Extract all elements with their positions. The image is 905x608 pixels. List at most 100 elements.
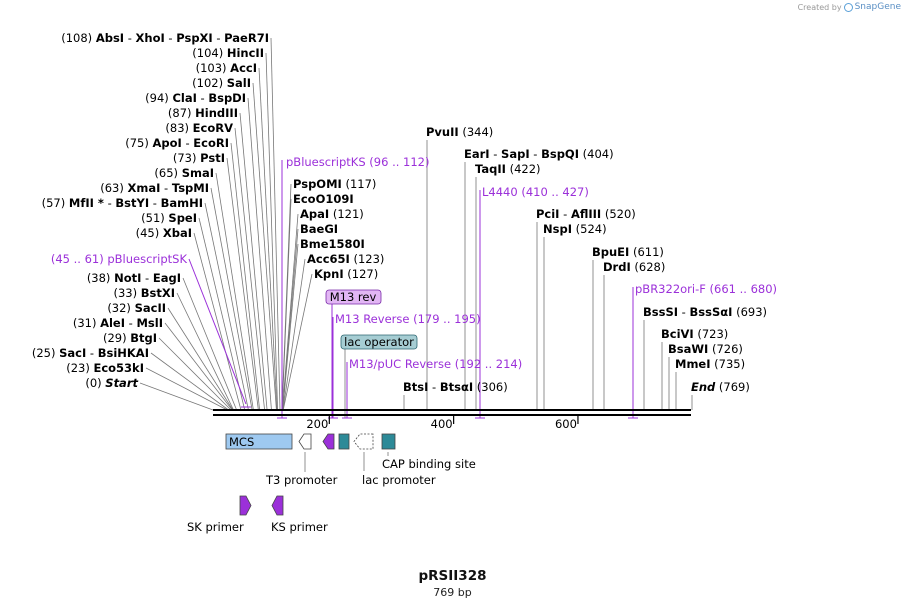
site-connector	[282, 258, 306, 411]
lac-operator-glyph[interactable]	[338, 433, 350, 450]
enzyme-site-psti[interactable]: (73) PstI	[173, 151, 225, 165]
lac-promoter-label: lac promoter	[362, 473, 436, 487]
enzyme-site-drdi[interactable]: DrdI (628)	[603, 260, 665, 274]
primer-pbr322orif[interactable]: pBR322ori-F (661 .. 680)	[635, 282, 777, 296]
site-connector	[145, 367, 228, 411]
site-connector	[252, 82, 277, 411]
enzyme-site-alei[interactable]: (31) AleI - MslI	[73, 316, 163, 330]
connector-lines	[139, 37, 693, 419]
t3-promoter-label: T3 promoter	[265, 473, 338, 487]
m13-rev-arrow-icon[interactable]	[322, 433, 335, 450]
enzyme-site-start[interactable]: (0) Start	[85, 376, 138, 390]
t3-promoter-arrow-icon[interactable]	[298, 433, 312, 450]
svg-text:MCS: MCS	[229, 435, 254, 449]
svg-text:lac operator: lac operator	[344, 335, 414, 349]
site-connector	[182, 277, 237, 411]
ks-primer-label: KS primer	[271, 520, 328, 534]
ruler-tick-label: 400	[431, 417, 453, 431]
enzyme-site-ecoo109i[interactable]: EcoO109I	[293, 192, 354, 206]
enzyme-site-saci[interactable]: (25) SacI - BsiHKAI	[32, 346, 149, 360]
enzyme-site-bsssi[interactable]: BssSI - BssSαI (693)	[643, 305, 767, 319]
ruler-tick-label: 600	[555, 417, 577, 431]
enzyme-site-pspomi[interactable]: PspOMI (117)	[293, 177, 376, 191]
enzyme-site-sacii[interactable]: (32) SacII	[107, 301, 166, 315]
primer-l4440[interactable]: L4440 (410 .. 427)	[482, 185, 589, 199]
site-connector	[230, 142, 261, 411]
site-connector	[198, 217, 246, 411]
credit-prefix: Created by	[797, 2, 842, 12]
enzyme-site-eari[interactable]: EarI - SapI - BspQI (404)	[464, 147, 614, 161]
enzyme-site-hincii[interactable]: (104) HincII	[192, 46, 264, 60]
enzyme-site-end[interactable]: End (769)	[691, 380, 750, 394]
ks-primer-arrow-icon[interactable]	[271, 495, 284, 516]
site-connector	[265, 52, 279, 411]
primer-m13reverse[interactable]: M13 Reverse (179 .. 195)	[335, 312, 481, 326]
site-connector	[204, 202, 249, 411]
enzyme-site-acci[interactable]: (103) AccI	[196, 61, 257, 75]
site-connector	[176, 292, 234, 411]
sk-primer-arrow-icon[interactable]	[239, 495, 252, 516]
enzyme-site-btgi[interactable]: (29) BtgI	[103, 331, 157, 345]
enzyme-site-pcii[interactable]: PciI - AflIII (520)	[536, 207, 636, 221]
enzyme-site-sali[interactable]: (102) SalI	[192, 76, 251, 90]
enzyme-site-eco53ki[interactable]: (23) Eco53kI	[66, 361, 144, 375]
enzyme-site-bsawi[interactable]: BsaWI (726)	[668, 342, 743, 356]
site-connector	[167, 307, 234, 411]
primer-pbluescriptsk-label[interactable]: (45 .. 61) pBluescriptSK	[51, 252, 188, 266]
enzyme-site-noti[interactable]: (38) NotI - EagI	[87, 271, 181, 285]
site-connector	[164, 322, 233, 411]
site-connector	[282, 273, 313, 411]
primer-connector	[188, 258, 247, 405]
site-labels: (108) AbsI - XhoI - PspXI - PaeR7I(104) …	[32, 31, 777, 394]
enzyme-site-clai[interactable]: (94) ClaI - BspDI	[145, 91, 246, 105]
site-connector	[210, 187, 253, 411]
svg-text:M13 rev: M13 rev	[330, 290, 377, 304]
enzyme-site-apai[interactable]: ApaI (121)	[300, 207, 364, 221]
site-connector	[234, 127, 265, 411]
enzyme-site-acc65i[interactable]: Acc65I (123)	[307, 252, 384, 266]
cap-binding-site-glyph[interactable]	[381, 433, 396, 450]
enzyme-site-absi[interactable]: (108) AbsI - XhoI - PspXI - PaeR7I	[61, 31, 269, 45]
enzyme-site-nspi[interactable]: NspI (524)	[543, 222, 607, 236]
enzyme-site-mmei[interactable]: MmeI (735)	[675, 357, 745, 371]
enzyme-site-pvuii[interactable]: PvuII (344)	[426, 125, 493, 139]
enzyme-site-hindiii[interactable]: (87) HindIII	[168, 106, 238, 120]
m13-rev-box[interactable]: M13 rev	[325, 289, 382, 305]
site-connector	[270, 37, 281, 411]
enzyme-site-bpuei[interactable]: BpuEI (611)	[592, 245, 664, 259]
enzyme-site-smai[interactable]: (65) SmaI	[154, 166, 214, 180]
site-connector	[215, 172, 254, 411]
mcs-feature[interactable]: MCS	[225, 433, 293, 450]
enzyme-site-spei[interactable]: (51) SpeI	[141, 211, 197, 225]
primer-pbluescriptks[interactable]: pBluescriptKS (96 .. 112)	[286, 155, 429, 169]
site-connector	[139, 382, 214, 411]
snapgene-logo-icon	[843, 2, 853, 12]
enzyme-site-kpni[interactable]: KpnI (127)	[314, 267, 378, 281]
site-connector	[258, 67, 278, 411]
sk-primer-label: SK primer	[187, 520, 244, 534]
enzyme-site-bme1580i[interactable]: Bme1580I	[300, 237, 365, 251]
enzyme-site-baegi[interactable]: BaeGI	[300, 222, 338, 236]
cap-binding-site-label: CAP binding site	[382, 457, 476, 471]
enzyme-site-taqii[interactable]: TaqII (422)	[475, 162, 541, 176]
site-connector	[150, 352, 229, 411]
site-connector	[247, 97, 272, 411]
site-connector	[239, 112, 268, 411]
enzyme-site-bstxi[interactable]: (33) BstXI	[113, 286, 175, 300]
lac-promoter-arrow-icon[interactable]	[353, 433, 374, 450]
primer-m13pucreverse[interactable]: M13/pUC Reverse (192 .. 214)	[349, 357, 522, 371]
plasmid-length: 769 bp	[433, 586, 472, 599]
enzyme-site-ecorv[interactable]: (83) EcoRV	[165, 121, 233, 135]
enzyme-site-btsi[interactable]: BtsI - BtsαI (306)	[403, 380, 508, 394]
enzyme-site-xbai[interactable]: (45) XbaI	[136, 226, 192, 240]
enzyme-site-apoi[interactable]: (75) ApoI - EcoRI	[125, 136, 229, 150]
site-connector	[226, 157, 259, 411]
plasmid-name: pRSII328	[418, 568, 487, 584]
enzyme-site-xmai[interactable]: (63) XmaI - TspMI	[100, 181, 209, 195]
enzyme-site-mfii[interactable]: (57) MfII * - BstYI - BamHI	[42, 196, 203, 210]
enzyme-site-bcivi[interactable]: BciVI (723)	[661, 327, 728, 341]
credit-brand: SnapGene	[854, 2, 901, 12]
lac-operator-box[interactable]: lac operator	[340, 334, 418, 350]
